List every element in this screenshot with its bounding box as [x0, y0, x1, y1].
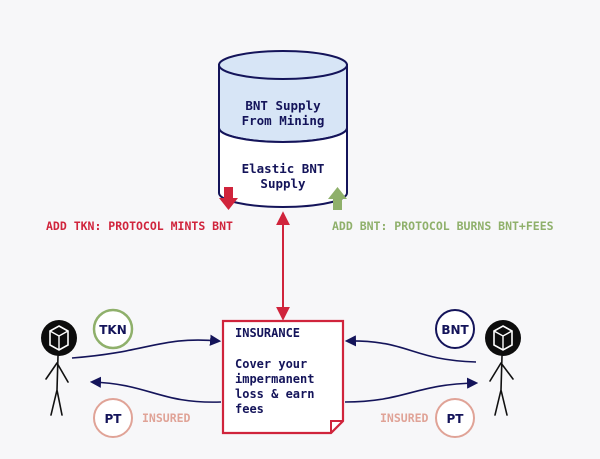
stick-figure-bancor-head-icon [41, 320, 77, 356]
left-user-figure [41, 320, 77, 416]
insurance-line4: fees [235, 402, 264, 416]
arrow-up-icon [328, 187, 347, 210]
insurance-line2: impermanent [235, 372, 314, 386]
insurance-box: INSURANCE Cover your impermanent loss & … [221, 319, 345, 435]
page-fold-icon [330, 420, 343, 433]
pt-token-left: PT [93, 398, 133, 438]
elastic-supply-line2: Supply [260, 176, 306, 191]
insurance-title: INSURANCE [235, 326, 300, 340]
elastic-supply-line1: Elastic BNT [242, 161, 325, 176]
insured-right-label: INSURED [380, 411, 429, 425]
left-deposit-arrow [71, 334, 222, 359]
add-tkn-label: ADD TKN: PROTOCOL MINTS BNT [46, 219, 233, 233]
stick-figure-bancor-head-icon [485, 320, 521, 356]
right-user-figure [485, 320, 521, 416]
pt-left-label: PT [105, 412, 123, 426]
left-return-arrow [89, 376, 222, 403]
cylinder-lower-body [218, 127, 348, 208]
insurance-line3: loss & earn [235, 387, 314, 401]
right-deposit-arrow [344, 335, 477, 363]
pt-right-label: PT [447, 412, 465, 426]
arrow-down-icon [219, 187, 238, 210]
mining-supply-line1: BNT Supply [245, 98, 321, 113]
tkn-token: TKN [92, 308, 134, 350]
bnt-token: BNT [435, 309, 475, 349]
insured-left-label: INSURED [142, 411, 191, 425]
pt-token-right: PT [435, 398, 475, 438]
tkn-token-label: TKN [99, 323, 127, 337]
right-return-arrow [344, 377, 479, 403]
cylinder-top [218, 50, 348, 80]
bnt-supply-cylinder: BNT Supply From Mining Elastic BNT Suppl… [218, 50, 348, 208]
bnt-token-label: BNT [441, 323, 469, 337]
mining-supply-line2: From Mining [242, 113, 325, 128]
insurance-line1: Cover your [235, 357, 307, 371]
add-bnt-label: ADD BNT: PROTOCOL BURNS BNT+FEES [332, 219, 554, 233]
